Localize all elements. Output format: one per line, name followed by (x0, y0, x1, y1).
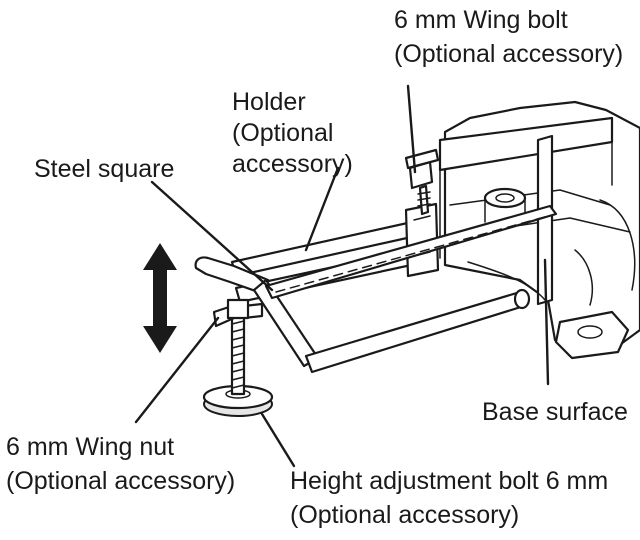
leader-wing-bolt (406, 84, 417, 174)
bent-rod (194, 256, 531, 374)
wing-nut-label-line2: (Optional accessory) (6, 467, 235, 495)
base-surface-label: Base surface (482, 398, 628, 426)
wing-bolt-label-line2: (Optional accessory) (394, 40, 623, 68)
height-bolt-label-line1: Height adjustment bolt 6 mm (290, 467, 608, 495)
steel-square (264, 204, 558, 300)
steel-square-label: Steel square (34, 155, 174, 183)
wing-nut-label-line1: 6 mm Wing nut (6, 433, 174, 461)
holder-label-line1: Holder (232, 88, 306, 116)
wing-bolt-label-line1: 6 mm Wing bolt (394, 6, 568, 34)
leader-wing-nut (134, 316, 220, 424)
height-adjustment-bolt (202, 298, 274, 417)
vertical-double-arrow-icon (143, 243, 177, 353)
leader-base-surface (543, 258, 550, 386)
height-bolt-label-line2: (Optional accessory) (290, 501, 519, 529)
leader-height-bolt (260, 412, 296, 468)
holder-label-line2: (Optional (232, 119, 333, 147)
leader-holder (304, 166, 340, 252)
leader-lines (134, 84, 550, 468)
leader-steel-square (150, 180, 274, 292)
machine-base (438, 100, 640, 360)
holder-label-line3: accessory) (232, 150, 353, 178)
